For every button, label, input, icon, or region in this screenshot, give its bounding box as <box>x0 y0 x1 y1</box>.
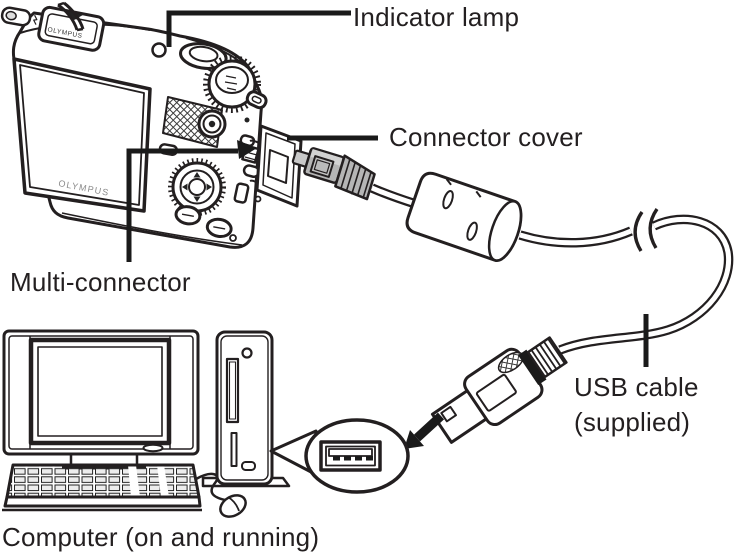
usb-cable-label-line2: (supplied) <box>574 407 691 437</box>
mode-switch <box>0 6 38 27</box>
indicator-lamp-label: Indicator lamp <box>353 2 520 32</box>
power-button <box>241 347 253 359</box>
control-dial <box>168 158 226 216</box>
camera-illustration: OLYMPUS OLYMPUS <box>0 1 303 249</box>
keyboard <box>2 463 202 512</box>
leader-lines <box>126 10 649 367</box>
usb-cable-label: USB cable (supplied) <box>574 370 699 440</box>
connector-cover-label: Connector cover <box>389 122 583 152</box>
indicator-lamp <box>151 42 167 58</box>
body-screw-1 <box>244 117 250 123</box>
ferrite-core <box>405 171 523 262</box>
cable-break-marks <box>633 208 659 252</box>
mini-usb-plug <box>291 147 376 201</box>
monitor <box>2 329 200 470</box>
computer-label: Computer (on and running) <box>2 522 320 552</box>
menu-buttons <box>174 205 233 239</box>
camera-lcd-screen <box>12 57 152 213</box>
strap-lug <box>245 90 268 110</box>
usb-cable-illustration <box>291 147 734 449</box>
computer-illustration <box>2 329 291 518</box>
usb-cable-segment-3 <box>558 214 734 355</box>
av-port <box>233 182 250 204</box>
indicator-lamp-leader <box>166 10 351 47</box>
camera-bottom-seam <box>61 212 243 246</box>
body-screw-2 <box>254 195 262 203</box>
body-screw-3 <box>229 234 237 242</box>
usb-a-plug <box>430 336 568 444</box>
monitor-screen <box>28 337 172 446</box>
mouse <box>195 472 247 518</box>
floppy-slot <box>230 432 238 467</box>
rear-knob <box>197 109 227 139</box>
monitor-power-button <box>142 443 164 453</box>
usb-cable-label-line1: USB cable <box>574 372 699 402</box>
mode-dial <box>203 55 261 113</box>
camera-lcd-screen-inner <box>19 64 145 206</box>
multi-connector-arrow-icon <box>237 140 257 159</box>
strap-band <box>57 1 85 32</box>
usb-cable-segment-2 <box>518 226 633 248</box>
usb-port-callout <box>269 418 410 494</box>
multi-connector-label: Multi-connector <box>10 267 191 297</box>
tower <box>215 330 274 486</box>
eject-button <box>241 461 256 471</box>
mouse-cable <box>195 472 226 502</box>
cd-drive-slot <box>225 357 240 424</box>
insertion-arrow-icon <box>404 412 445 449</box>
usb-port-icon <box>319 440 382 472</box>
multi-connector-leader <box>126 148 238 262</box>
